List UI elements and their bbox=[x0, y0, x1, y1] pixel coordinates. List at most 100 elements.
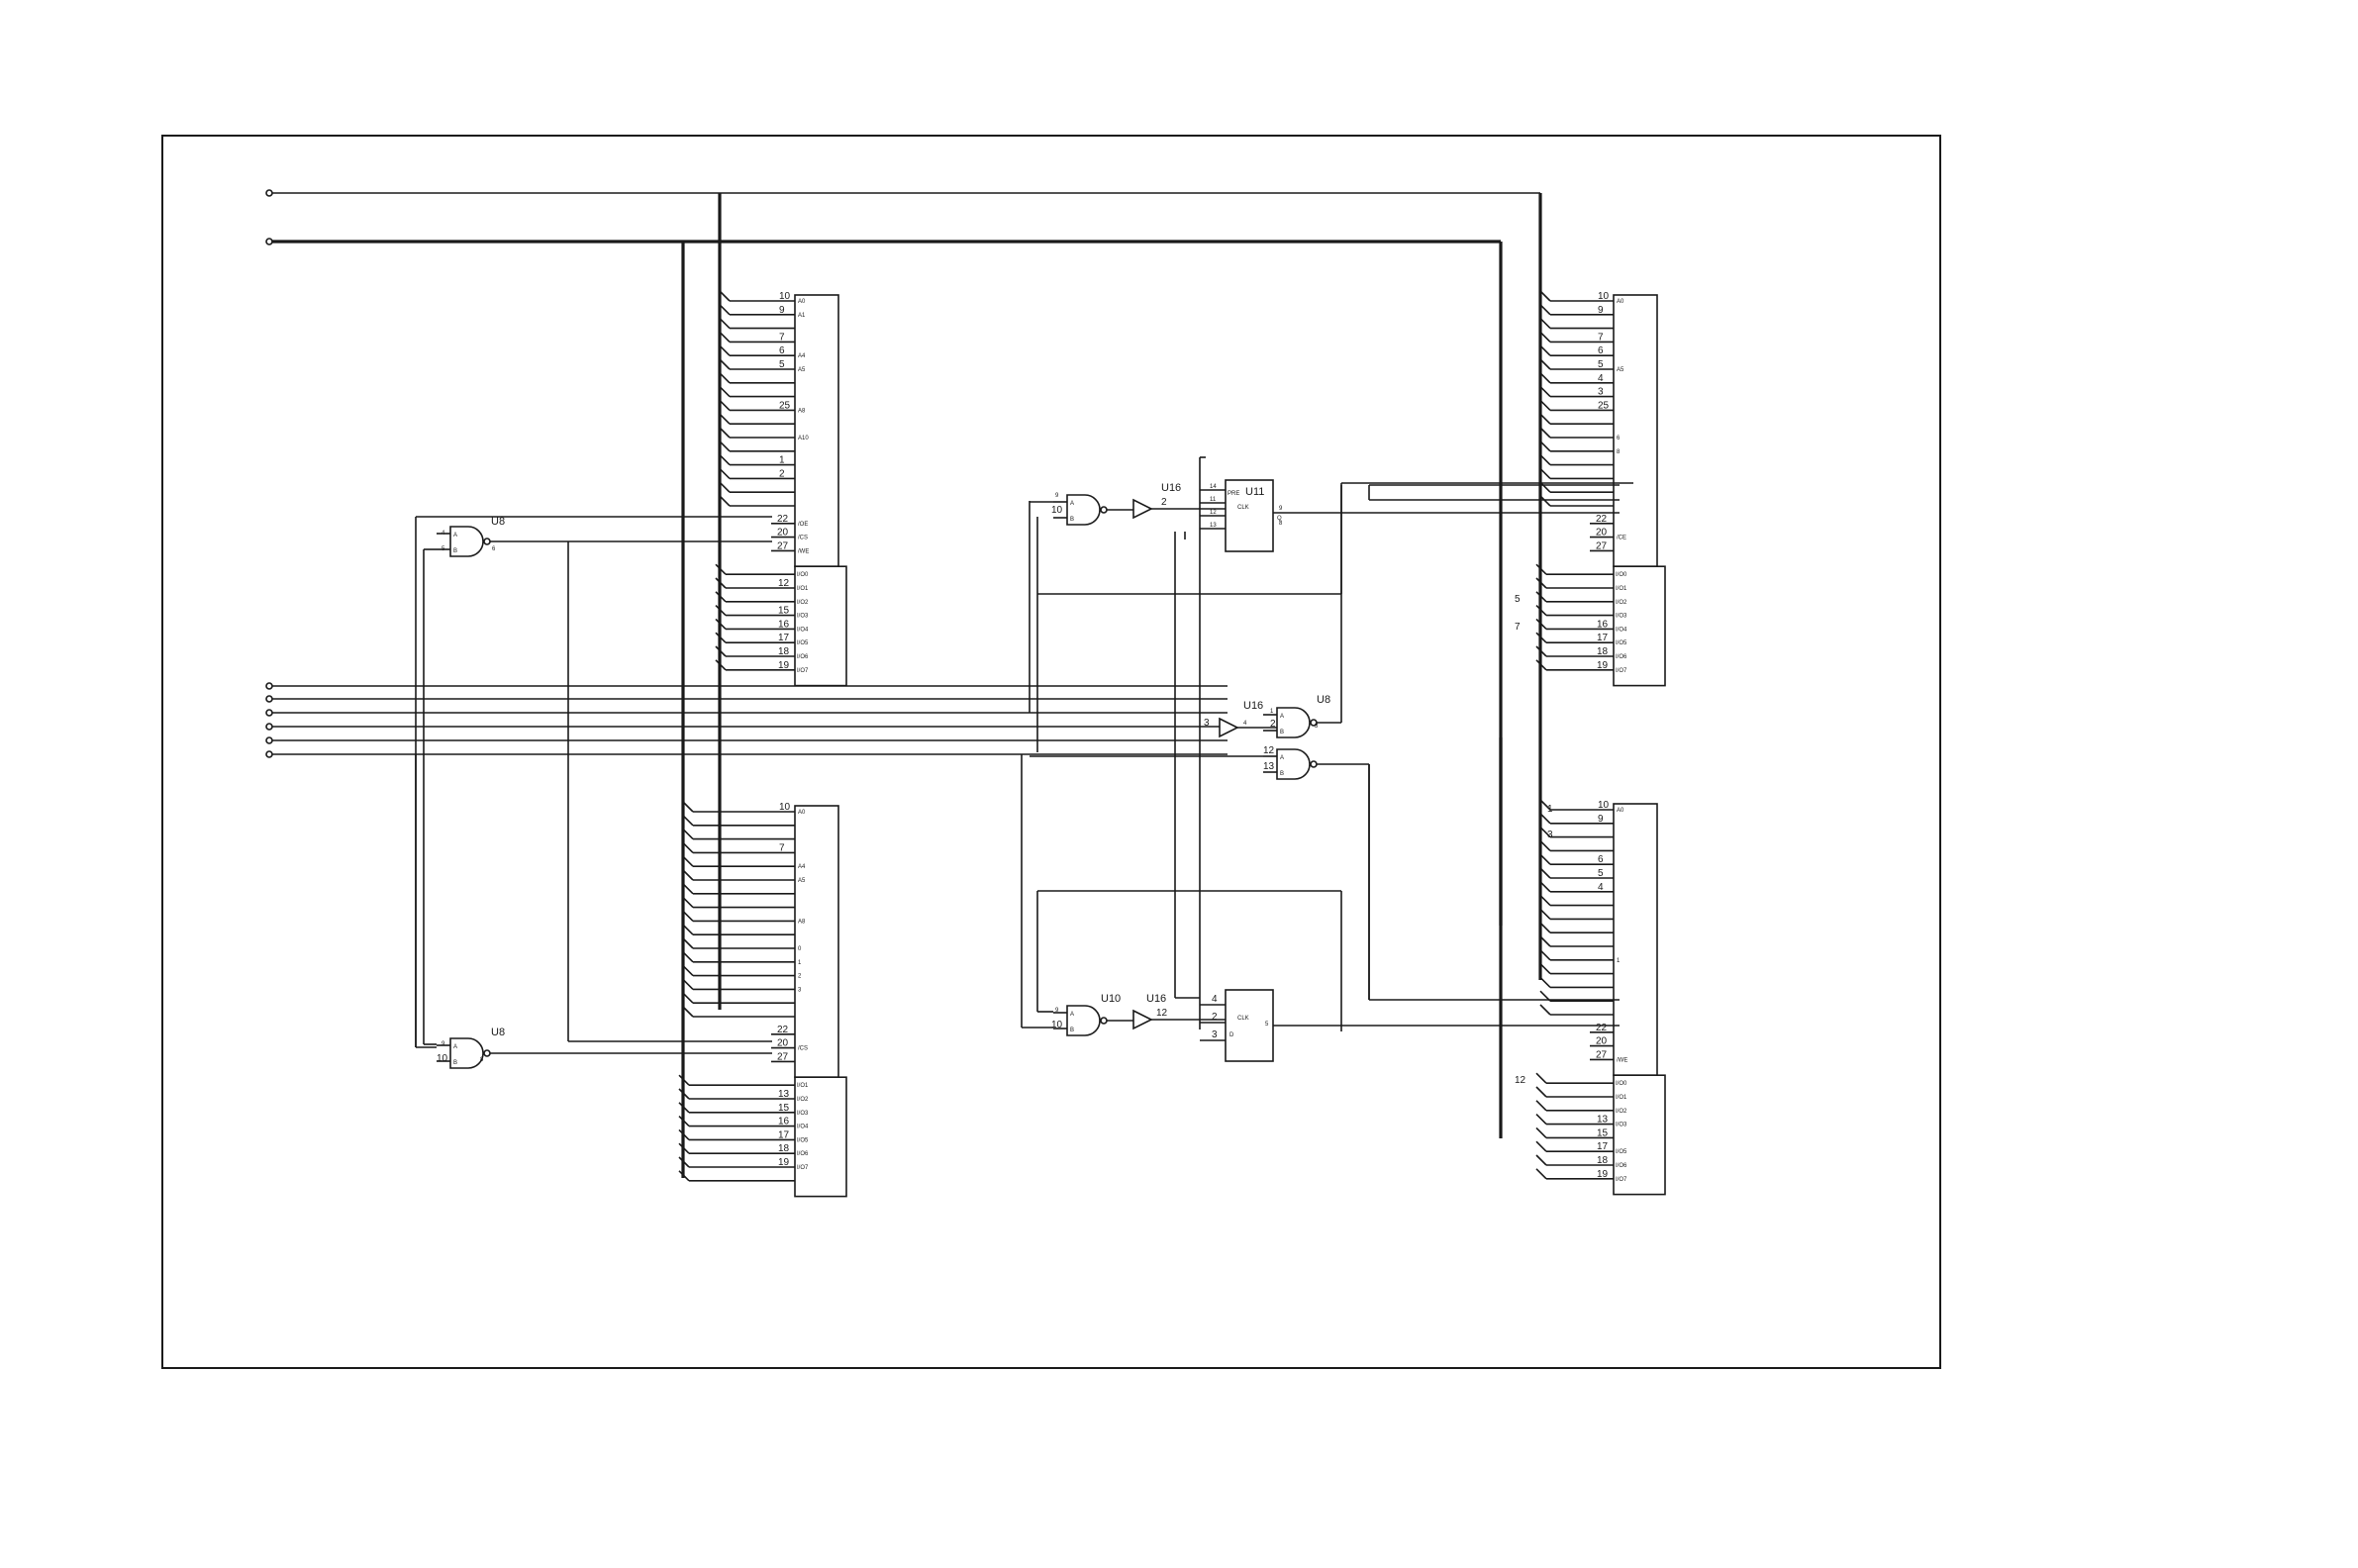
bus-entry bbox=[719, 481, 731, 493]
pin-number-label: 6 bbox=[1598, 854, 1604, 865]
bus-entry bbox=[1539, 290, 1551, 302]
pin-number-label: 4 bbox=[1598, 373, 1604, 384]
pin-number-label: 13 bbox=[1210, 523, 1217, 529]
pin-number-label: 6 bbox=[779, 345, 785, 356]
bus-entry bbox=[1539, 304, 1551, 316]
nand-gate-u8: AB bbox=[437, 526, 491, 557]
pin-number-label: 13 bbox=[778, 1089, 790, 1100]
bus-entry bbox=[1539, 976, 1551, 988]
pin-signal-label: /CS bbox=[798, 536, 808, 541]
pin-number-label: 15 bbox=[778, 1103, 790, 1114]
pin-number-label: 16 bbox=[778, 1117, 790, 1127]
bus-entry bbox=[715, 659, 727, 671]
pin-number-label: 10 bbox=[1051, 505, 1063, 516]
pin-number-label: 10 bbox=[1051, 1020, 1063, 1030]
bus-entry bbox=[719, 427, 731, 439]
bus-entry bbox=[719, 358, 731, 370]
bus-entry bbox=[1539, 467, 1551, 479]
pin-signal-label: 8 bbox=[1617, 449, 1621, 455]
nand-gate-u8: AB bbox=[1263, 707, 1318, 738]
pin-signal-label: A5 bbox=[1617, 367, 1624, 373]
pin-signal-label: B bbox=[453, 548, 457, 554]
pin-signal-label: A0 bbox=[1617, 808, 1624, 814]
pin-signal-label: CLK bbox=[1237, 1016, 1249, 1022]
bus-net-label: 3 bbox=[1547, 830, 1553, 840]
pin-number-label: 3 bbox=[1212, 1029, 1218, 1040]
buffer-u16 bbox=[1132, 1009, 1153, 1030]
pin-number-label: 20 bbox=[777, 528, 789, 539]
pin-number-label: 10 bbox=[1598, 800, 1610, 811]
bus-entry bbox=[1539, 839, 1551, 851]
bus-entry bbox=[1539, 427, 1551, 439]
pin-number-label: 13 bbox=[1263, 761, 1275, 772]
bus-entry bbox=[1535, 659, 1547, 671]
pin-number-label: 5 bbox=[442, 546, 445, 552]
bus-entry bbox=[1535, 1100, 1547, 1112]
bus-entry bbox=[719, 372, 731, 384]
pin-number-label: 22 bbox=[777, 1025, 789, 1035]
refdes-label: U11 bbox=[1245, 486, 1264, 498]
bus-entry bbox=[1539, 867, 1551, 879]
gate-bubble bbox=[1310, 719, 1318, 727]
pin-signal-label: PRE bbox=[1228, 491, 1239, 497]
bus-entry bbox=[678, 1074, 690, 1086]
bus-entry bbox=[678, 1128, 690, 1140]
pin-number-label: 9 bbox=[1279, 506, 1283, 512]
bus-entry bbox=[715, 605, 727, 617]
bus-entry bbox=[1539, 935, 1551, 947]
pin-signal-label: D bbox=[1229, 1032, 1234, 1038]
pin-number-label: 27 bbox=[1596, 540, 1608, 551]
bus-entry bbox=[715, 632, 727, 643]
pin-signal-label: I/O3 bbox=[1616, 614, 1627, 620]
bus-entry bbox=[682, 869, 694, 881]
pin-signal-label: A5 bbox=[798, 878, 806, 884]
pin-number-label: 18 bbox=[778, 1143, 790, 1154]
sheet-border bbox=[161, 135, 1941, 1369]
pin-number-label: 19 bbox=[1597, 660, 1609, 671]
bus-entry bbox=[1539, 1004, 1551, 1016]
pin-number-label: 20 bbox=[777, 1038, 789, 1049]
pin-number-label: 2 bbox=[1270, 719, 1276, 730]
refdes-label: U16 bbox=[1243, 700, 1263, 712]
input-terminal bbox=[265, 682, 273, 690]
chip-body bbox=[794, 805, 839, 1079]
buffer-body bbox=[1132, 1009, 1153, 1030]
pin-signal-label: B bbox=[1070, 517, 1074, 523]
pin-signal-label: I/O6 bbox=[1616, 1163, 1627, 1169]
pin-number-label: 12 bbox=[1263, 745, 1275, 756]
pin-number-label: 27 bbox=[777, 1051, 789, 1062]
bus-entry bbox=[682, 951, 694, 963]
pin-signal-label: B bbox=[1280, 771, 1284, 777]
pin-signal-label: I/O6 bbox=[1616, 654, 1627, 660]
bus-entry bbox=[1539, 881, 1551, 893]
bus-entry bbox=[719, 399, 731, 411]
bus-entry bbox=[678, 1102, 690, 1114]
refdes-label: U8 bbox=[1317, 694, 1330, 706]
drawing-frame bbox=[161, 135, 1941, 1369]
bus-entry bbox=[715, 591, 727, 603]
bus-entry bbox=[1539, 799, 1551, 811]
pin-signal-label: CLK bbox=[1237, 505, 1249, 511]
pin-number-label: 4 bbox=[442, 531, 445, 537]
bus-entry bbox=[678, 1116, 690, 1127]
pin-signal-label: I/O5 bbox=[797, 640, 809, 646]
pin-signal-label: A5 bbox=[798, 367, 806, 373]
pin-signal-label: I/O4 bbox=[797, 627, 809, 633]
pin-number-label: 15 bbox=[778, 606, 790, 617]
pin-signal-label: I/O6 bbox=[797, 1151, 809, 1157]
gate-body bbox=[449, 1037, 484, 1069]
bus-entry bbox=[1535, 1114, 1547, 1126]
bus-entry bbox=[682, 841, 694, 853]
bus-entry bbox=[715, 563, 727, 575]
gate-bubble bbox=[483, 1049, 491, 1057]
pin-number-label: 7 bbox=[1598, 332, 1604, 343]
nand-gate-u10: AB bbox=[1053, 494, 1108, 526]
bus-entry bbox=[1539, 963, 1551, 975]
pin-number-label: 14 bbox=[1210, 484, 1217, 490]
pin-signal-label: A bbox=[453, 533, 457, 539]
bus-entry bbox=[1539, 853, 1551, 865]
bus-entry bbox=[1539, 413, 1551, 425]
pin-signal-label: /CE bbox=[1617, 536, 1626, 541]
bus-entry bbox=[682, 897, 694, 909]
